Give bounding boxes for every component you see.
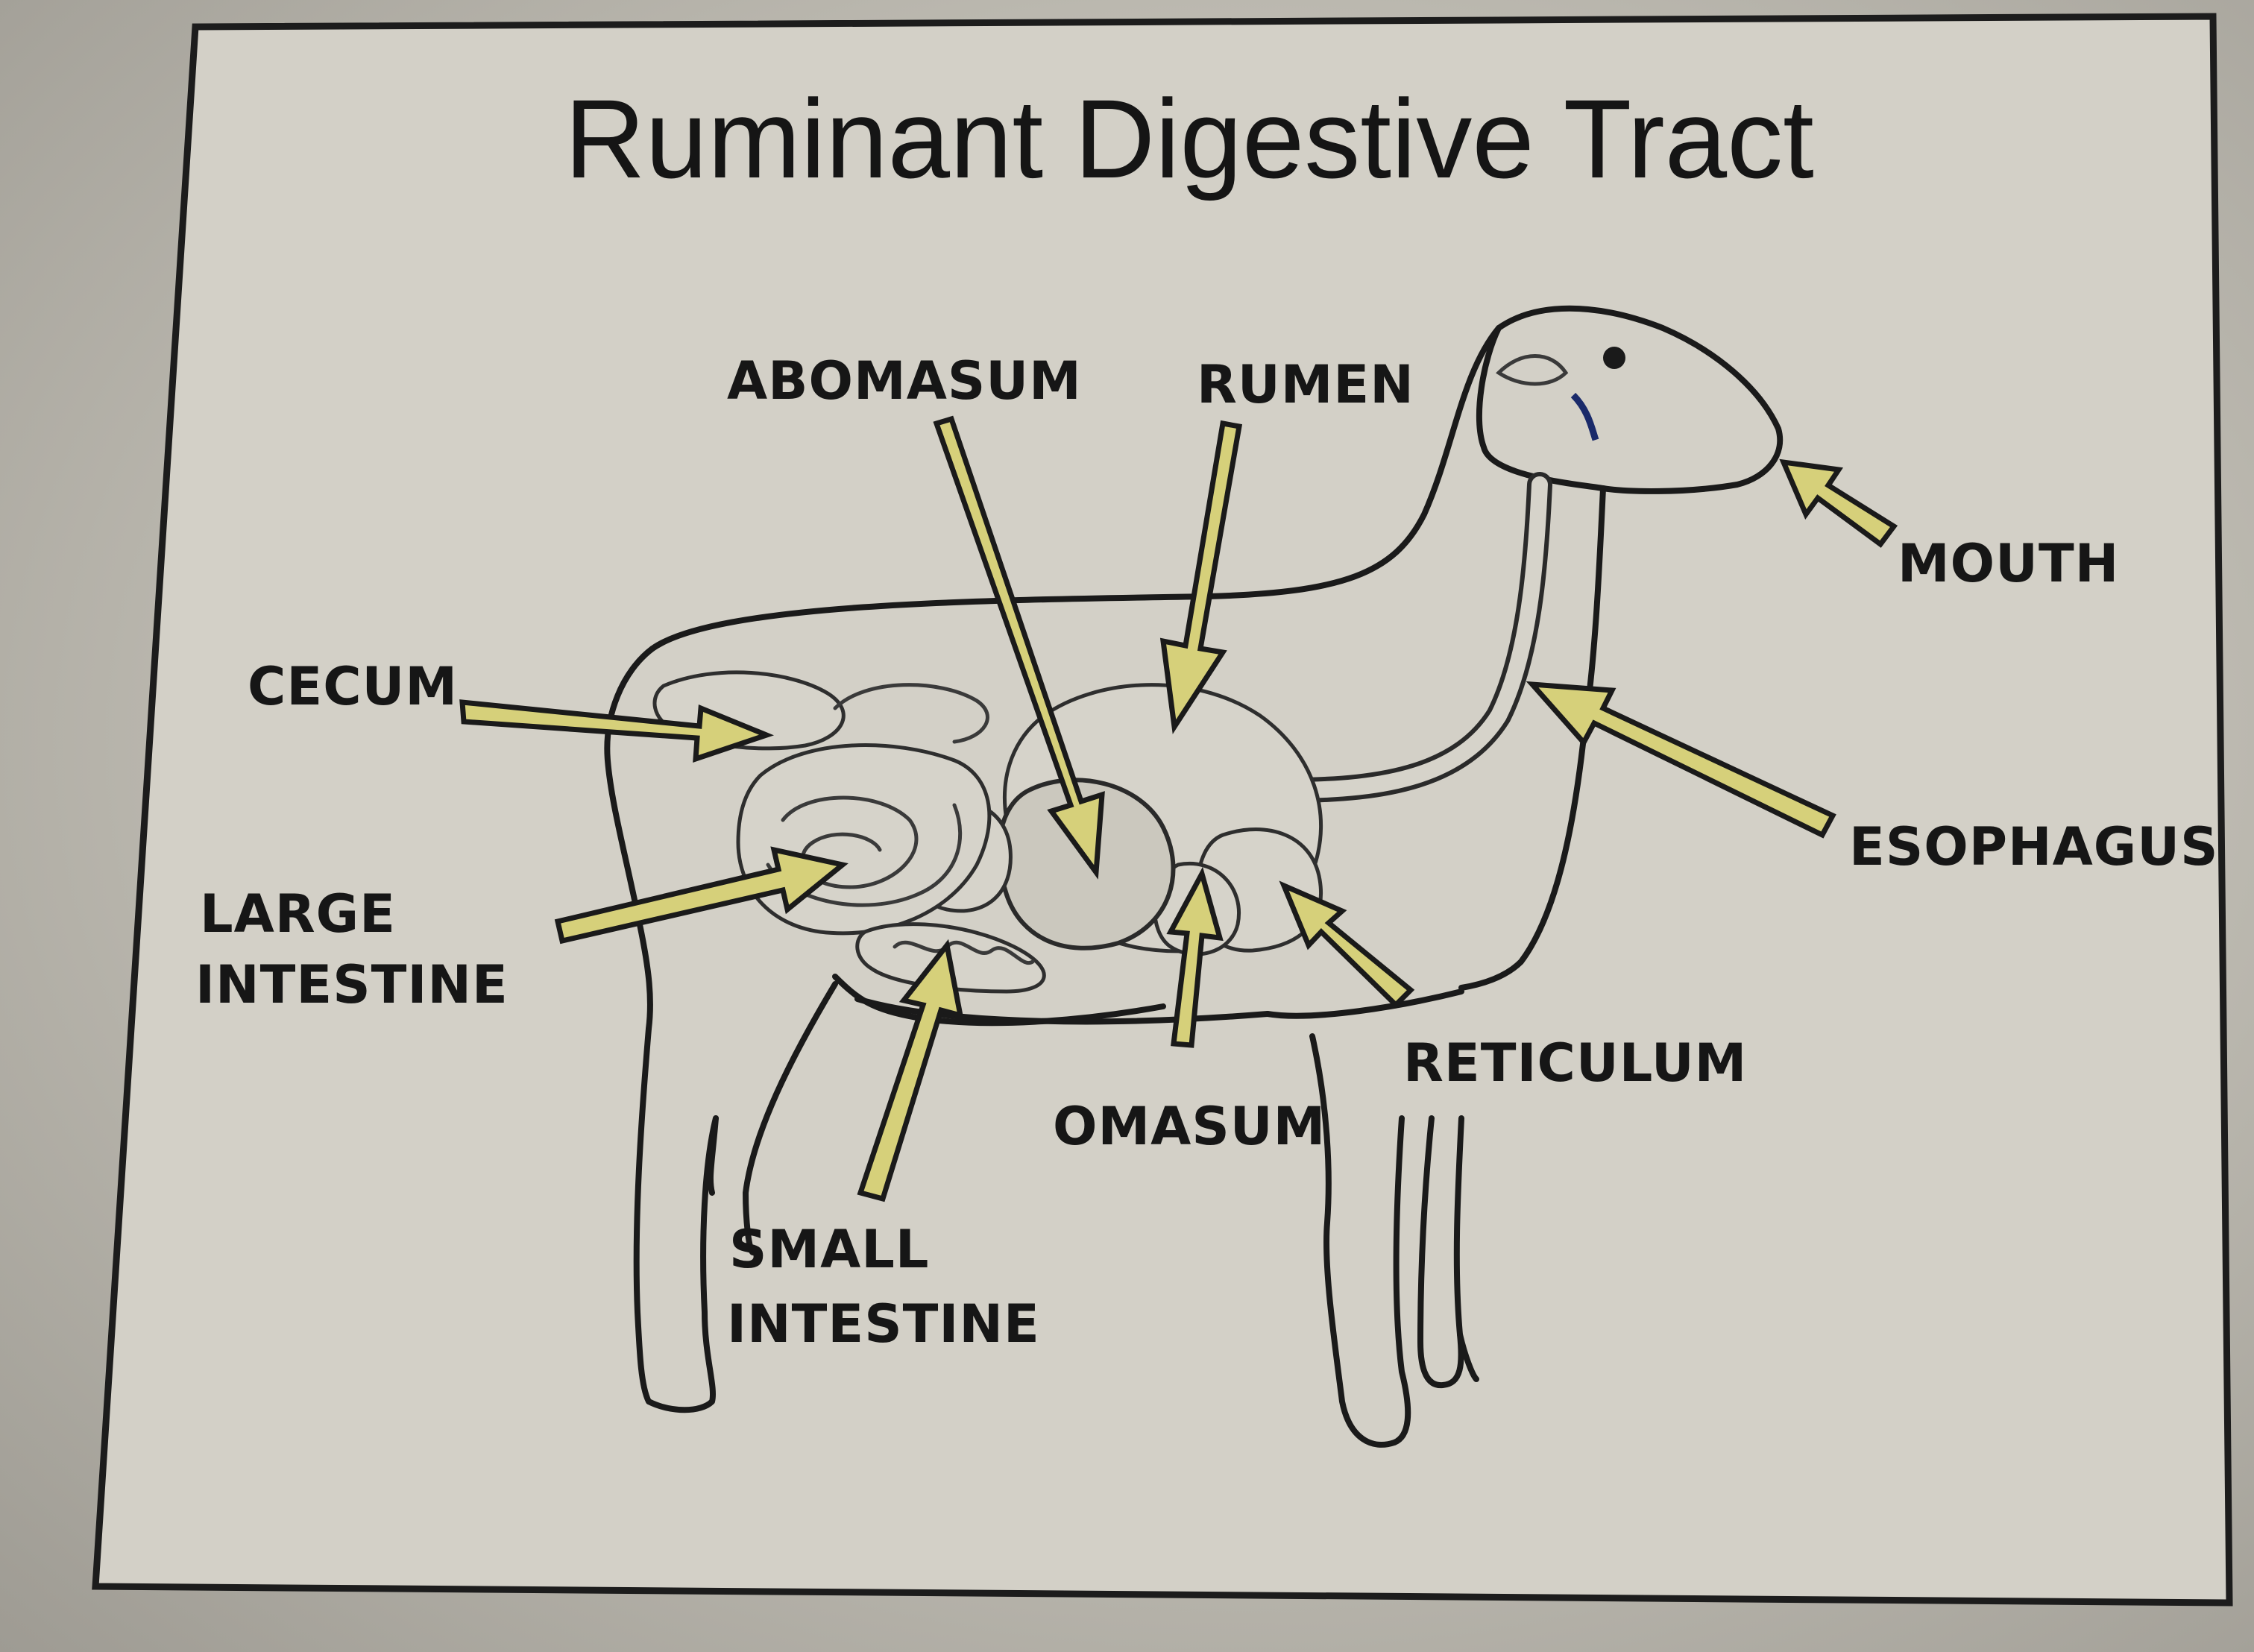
label-rumen: RUMEN — [1197, 354, 1414, 415]
label-abomasum: ABOMASUM — [727, 350, 1082, 412]
label-small-intestine-line1: SMALL — [729, 1219, 929, 1280]
sheep-eye — [1603, 347, 1625, 369]
label-omasum: OMASUM — [1053, 1096, 1326, 1157]
label-large-intestine-line1: LARGE — [200, 883, 396, 945]
diagram-title: Ruminant Digestive Tract — [564, 76, 1814, 201]
label-large-intestine-line2: INTESTINE — [195, 954, 509, 1015]
label-mouth: MOUTH — [1898, 533, 2119, 594]
label-reticulum: RETICULUM — [1403, 1032, 1747, 1094]
label-cecum: CECUM — [248, 656, 458, 717]
label-esophagus: ESOPHAGUS — [1849, 816, 2219, 877]
label-small-intestine-line2: INTESTINE — [727, 1293, 1040, 1355]
